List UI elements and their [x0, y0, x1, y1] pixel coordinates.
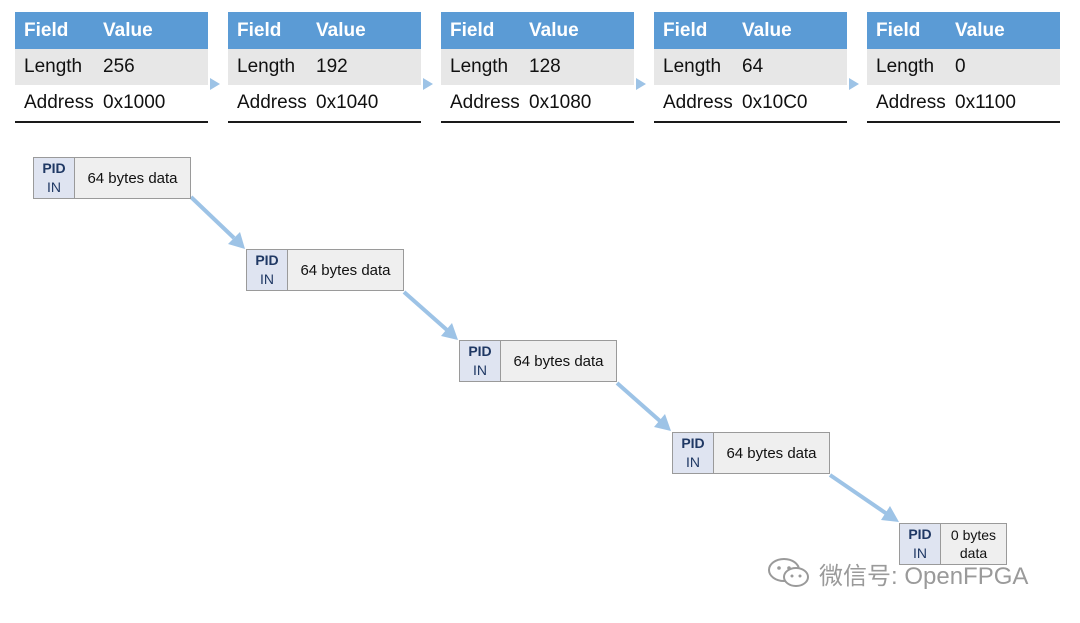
address-label: Address [24, 92, 94, 113]
header-field: Field [237, 19, 282, 41]
address-row: Address 0x1100 [867, 85, 1060, 121]
packet-arrow-icon [828, 473, 899, 522]
descriptor-table: Field Value Length 0 Address 0x1100 [867, 12, 1060, 123]
packet-arrow-icon [615, 381, 671, 431]
address-value: 0x10C0 [742, 92, 808, 113]
descriptor-table: Field Value Length 64 Address 0x10C0 [654, 12, 847, 123]
address-value: 0x1040 [316, 92, 379, 113]
address-row: Address 0x1040 [228, 85, 421, 121]
in-packet: PID IN 64 bytes data [246, 249, 404, 291]
address-row: Address 0x1080 [441, 85, 634, 121]
length-label: Length [237, 56, 296, 77]
length-value: 256 [103, 56, 135, 77]
pid-cell: PID IN [900, 524, 941, 564]
pid-type: IN [473, 362, 487, 378]
data-cell: 64 bytes data [726, 444, 817, 462]
chain-arrow-icon [849, 78, 859, 90]
length-label: Length [876, 56, 935, 77]
in-packet: PID IN 64 bytes data [672, 432, 830, 474]
header-field: Field [663, 19, 708, 41]
pid-label: PID [468, 343, 492, 359]
header-value: Value [529, 19, 579, 41]
data-cell: 0 bytes data [950, 527, 997, 561]
pid-cell: PID IN [34, 158, 75, 198]
length-row: Length 0 [867, 49, 1060, 85]
packet-arrow-icon [189, 195, 245, 249]
descriptor-table: Field Value Length 256 Address 0x1000 [15, 12, 208, 123]
length-label: Length [24, 56, 83, 77]
address-label: Address [450, 92, 520, 113]
descriptor-table: Field Value Length 128 Address 0x1080 [441, 12, 634, 123]
data-cell: 64 bytes data [300, 261, 391, 279]
length-label: Length [450, 56, 509, 77]
table-header-row: Field Value [867, 12, 1060, 49]
chain-arrow-icon [636, 78, 646, 90]
pid-type: IN [260, 271, 274, 287]
header-field: Field [876, 19, 921, 41]
table-header-row: Field Value [654, 12, 847, 49]
length-value: 64 [742, 56, 764, 77]
length-value: 128 [529, 56, 561, 77]
packet-arrow-icon [402, 290, 458, 340]
pid-label: PID [681, 435, 705, 451]
chain-arrow-icon [210, 78, 220, 90]
pid-type: IN [686, 454, 700, 470]
header-field: Field [450, 19, 495, 41]
watermark: 微信号: OpenFPGA [765, 556, 1028, 590]
length-label: Length [663, 56, 722, 77]
length-value: 192 [316, 56, 348, 77]
address-row: Address 0x1000 [15, 85, 208, 121]
length-row: Length 128 [441, 49, 634, 85]
pid-type: IN [913, 545, 927, 561]
length-value: 0 [955, 56, 966, 77]
table-header-row: Field Value [15, 12, 208, 49]
data-cell: 64 bytes data [513, 352, 604, 370]
table-header-row: Field Value [441, 12, 634, 49]
wechat-icon [768, 558, 809, 587]
pid-label: PID [255, 252, 279, 268]
pid-label: PID [908, 526, 932, 542]
pid-type: IN [47, 179, 61, 195]
address-value: 0x1100 [955, 92, 1016, 113]
address-label: Address [876, 92, 946, 113]
pid-cell: PID IN [247, 250, 288, 290]
in-packet: PID IN 0 bytes data [899, 523, 1007, 565]
address-value: 0x1000 [103, 92, 166, 113]
chain-arrow-icon [423, 78, 433, 90]
address-row: Address 0x10C0 [654, 85, 847, 121]
address-label: Address [663, 92, 733, 113]
data-cell: 64 bytes data [87, 169, 178, 187]
watermark-text: 微信号: OpenFPGA [819, 562, 1029, 590]
length-row: Length 192 [228, 49, 421, 85]
header-field: Field [24, 19, 69, 41]
pid-label: PID [42, 160, 66, 176]
header-value: Value [316, 19, 366, 41]
in-packet: PID IN 64 bytes data [33, 157, 191, 199]
pid-cell: PID IN [673, 433, 714, 473]
in-packet: PID IN 64 bytes data [459, 340, 617, 382]
table-header-row: Field Value [228, 12, 421, 49]
address-value: 0x1080 [529, 92, 592, 113]
header-value: Value [955, 19, 1005, 41]
length-row: Length 256 [15, 49, 208, 85]
address-label: Address [237, 92, 307, 113]
descriptor-table: Field Value Length 192 Address 0x1040 [228, 12, 421, 123]
length-row: Length 64 [654, 49, 847, 85]
pid-cell: PID IN [460, 341, 501, 381]
header-value: Value [103, 19, 153, 41]
header-value: Value [742, 19, 792, 41]
